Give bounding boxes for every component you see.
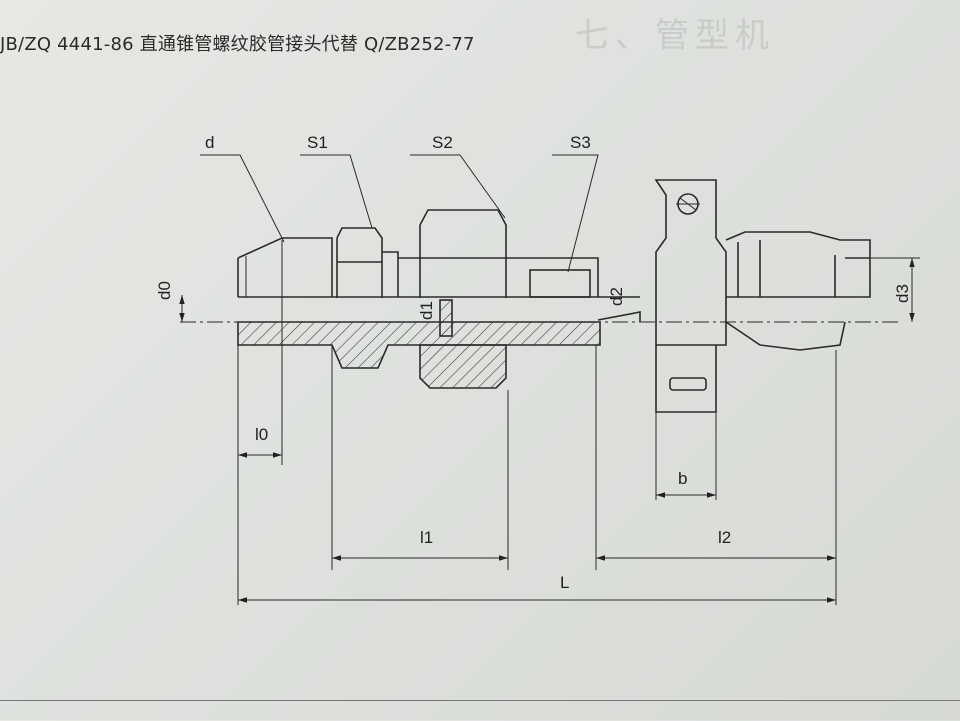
show-through-heading: 七、管型机	[575, 16, 775, 56]
label-s3: S3	[570, 133, 591, 152]
label-l1: l1	[420, 528, 433, 547]
label-d0: d0	[155, 281, 174, 300]
label-L: L	[560, 573, 569, 592]
table-edge	[0, 700, 960, 721]
leader-d	[200, 154, 285, 243]
label-l0: l0	[255, 425, 268, 444]
page-title: JB/ZQ 4441-86 直通锥管螺纹胶管接头代替 Q/ZB252-77	[0, 34, 475, 55]
label-d3: d3	[893, 284, 912, 303]
label-s2: S2	[432, 133, 453, 152]
hose-insert	[725, 231, 871, 298]
leader-s3	[552, 154, 599, 273]
label-b: b	[678, 469, 687, 488]
label-d: d	[205, 133, 214, 152]
label-d2: d2	[607, 287, 626, 306]
clamp	[654, 179, 727, 346]
leader-s2	[410, 154, 506, 219]
label-l2: l2	[718, 528, 731, 547]
thread-end	[237, 237, 333, 297]
label-s1: S1	[307, 133, 328, 152]
hex-s2	[419, 209, 507, 298]
hex-s1	[336, 227, 383, 298]
label-d1: d1	[417, 301, 436, 320]
leader-s1	[300, 154, 373, 229]
